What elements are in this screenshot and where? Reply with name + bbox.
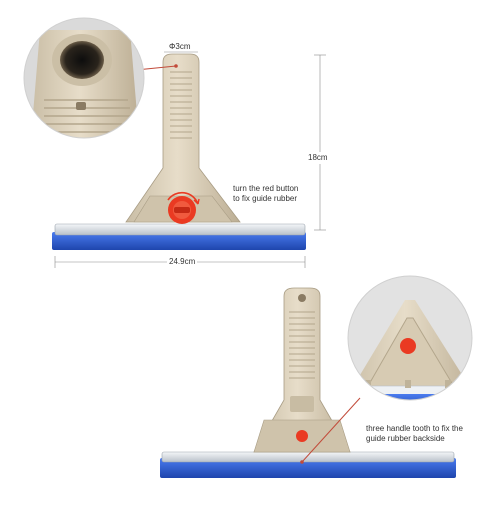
- bottom-handle: [253, 287, 351, 453]
- button-note-line1: turn the red button: [233, 184, 299, 193]
- top-rail: [54, 223, 306, 236]
- bottom-blade: [160, 458, 456, 478]
- detail-circle-head: [347, 275, 473, 401]
- top-grip-ridges: [170, 71, 192, 139]
- detail-pointer-bottom: [301, 397, 361, 463]
- bottom-rail: [161, 451, 455, 463]
- tooth-note-line1: three handle tooth to fix the: [366, 424, 463, 433]
- height-label: 18cm: [308, 152, 328, 164]
- bottom-squeegee: [160, 287, 456, 478]
- button-note-line2: to fix guide rubber: [233, 194, 298, 203]
- diameter-label: Φ3cm: [169, 42, 191, 51]
- top-blade: [52, 232, 306, 250]
- bottom-red-button: [296, 430, 308, 442]
- red-button: [167, 191, 200, 224]
- top-squeegee: [52, 53, 306, 250]
- detail-circle-tube: [23, 17, 145, 139]
- width-label: 24.9cm: [167, 257, 198, 267]
- tooth-note-line2: guide rubber backside: [366, 434, 445, 443]
